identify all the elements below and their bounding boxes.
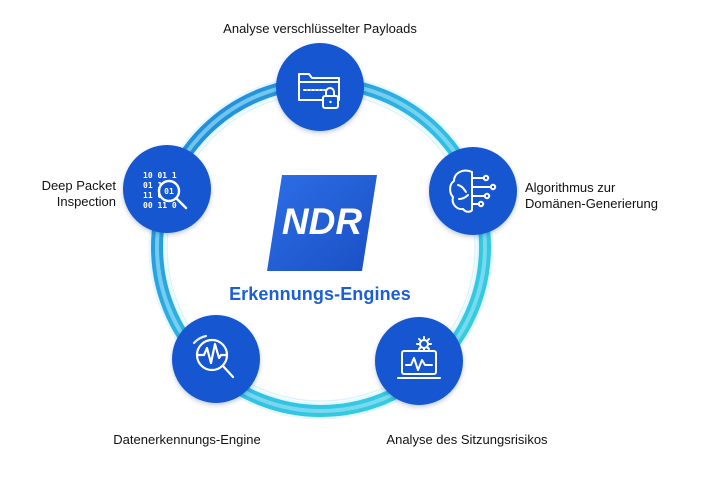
brain-circuit-icon: [449, 169, 497, 213]
svg-text:00 11 0: 00 11 0: [143, 201, 177, 210]
label-data-detection-engine: Datenerkennungs-Engine: [92, 432, 282, 448]
label-line: Datenerkennungs-Engine: [113, 432, 261, 447]
monitor-gear-chart-icon: [397, 336, 441, 379]
node-session-risk: [375, 317, 463, 405]
svg-text:01: 01: [164, 187, 174, 196]
node-encrypted-payloads: [276, 43, 364, 131]
ndr-logo: NDR: [267, 175, 377, 271]
center-title: Erkennungs-Engines: [229, 284, 411, 304]
label-line: Domänen-Generierung: [525, 196, 658, 211]
label-session-risk: Analyse des Sitzungsrisikos: [372, 432, 562, 448]
label-line: Deep Packet: [41, 178, 116, 193]
label-encrypted-payloads: Analyse verschlüsselter Payloads: [200, 21, 440, 37]
binary-magnifier-icon: 10 01 1 01 10 0 11 00 1 00 11 0 01: [143, 171, 188, 210]
svg-text:10 01 1: 10 01 1: [143, 171, 177, 180]
label-line: Analyse verschlüsselter Payloads: [223, 21, 417, 36]
label-line: Analyse des Sitzungsrisikos: [386, 432, 548, 447]
encrypted-folder-lock-icon: [298, 73, 340, 109]
label-deep-packet-inspection: Deep Packet Inspection: [16, 178, 116, 210]
label-line: Inspection: [56, 194, 116, 209]
label-line: Algorithmus zur: [525, 180, 616, 195]
label-domain-generation: Algorithmus zur Domänen-Generierung: [525, 180, 695, 212]
pulse-magnifier-icon: [192, 334, 235, 379]
node-data-detection-engine: [172, 315, 260, 403]
ndr-logo-text: NDR: [282, 201, 362, 242]
